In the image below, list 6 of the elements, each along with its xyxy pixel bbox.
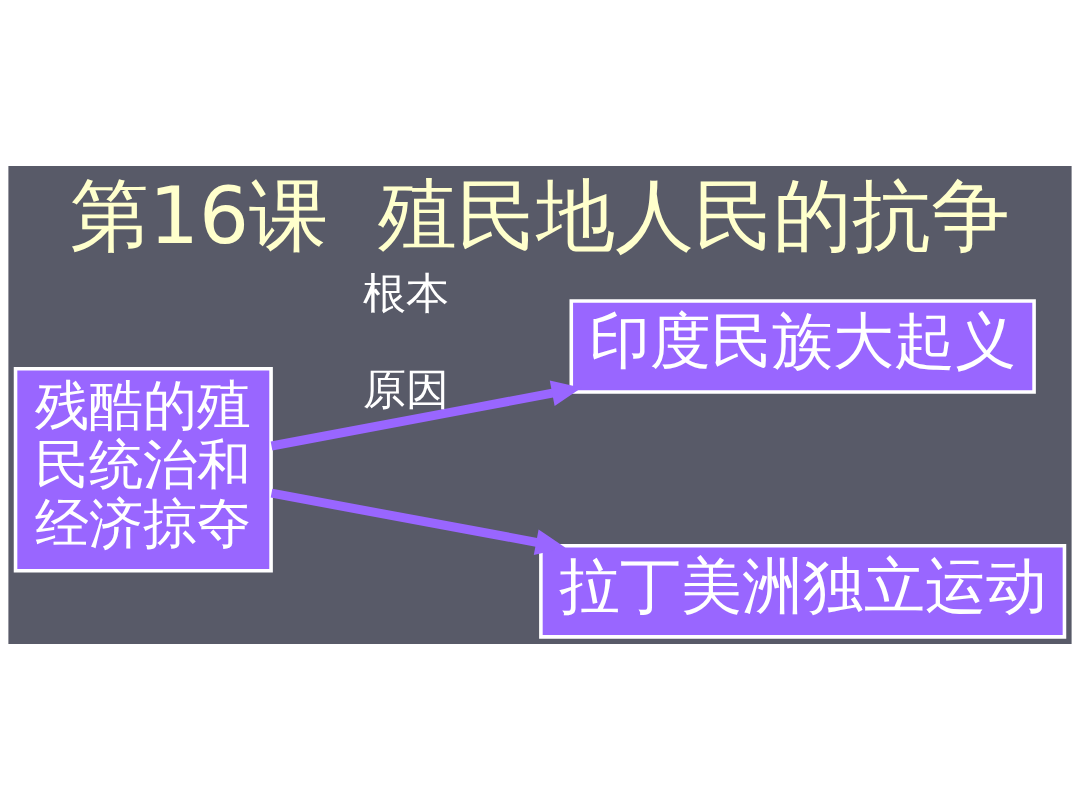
node-box: 印度民族大起义 bbox=[569, 299, 1036, 394]
node-box: 拉丁美洲独立运动 bbox=[539, 543, 1067, 639]
diagram-title: 第16课 殖民地人民的抗争 bbox=[69, 170, 1011, 263]
edge-label: 根本原因 bbox=[362, 267, 449, 415]
arrow bbox=[270, 488, 566, 556]
node-box: 残酷的殖民统治和经济掠夺 bbox=[13, 367, 273, 573]
